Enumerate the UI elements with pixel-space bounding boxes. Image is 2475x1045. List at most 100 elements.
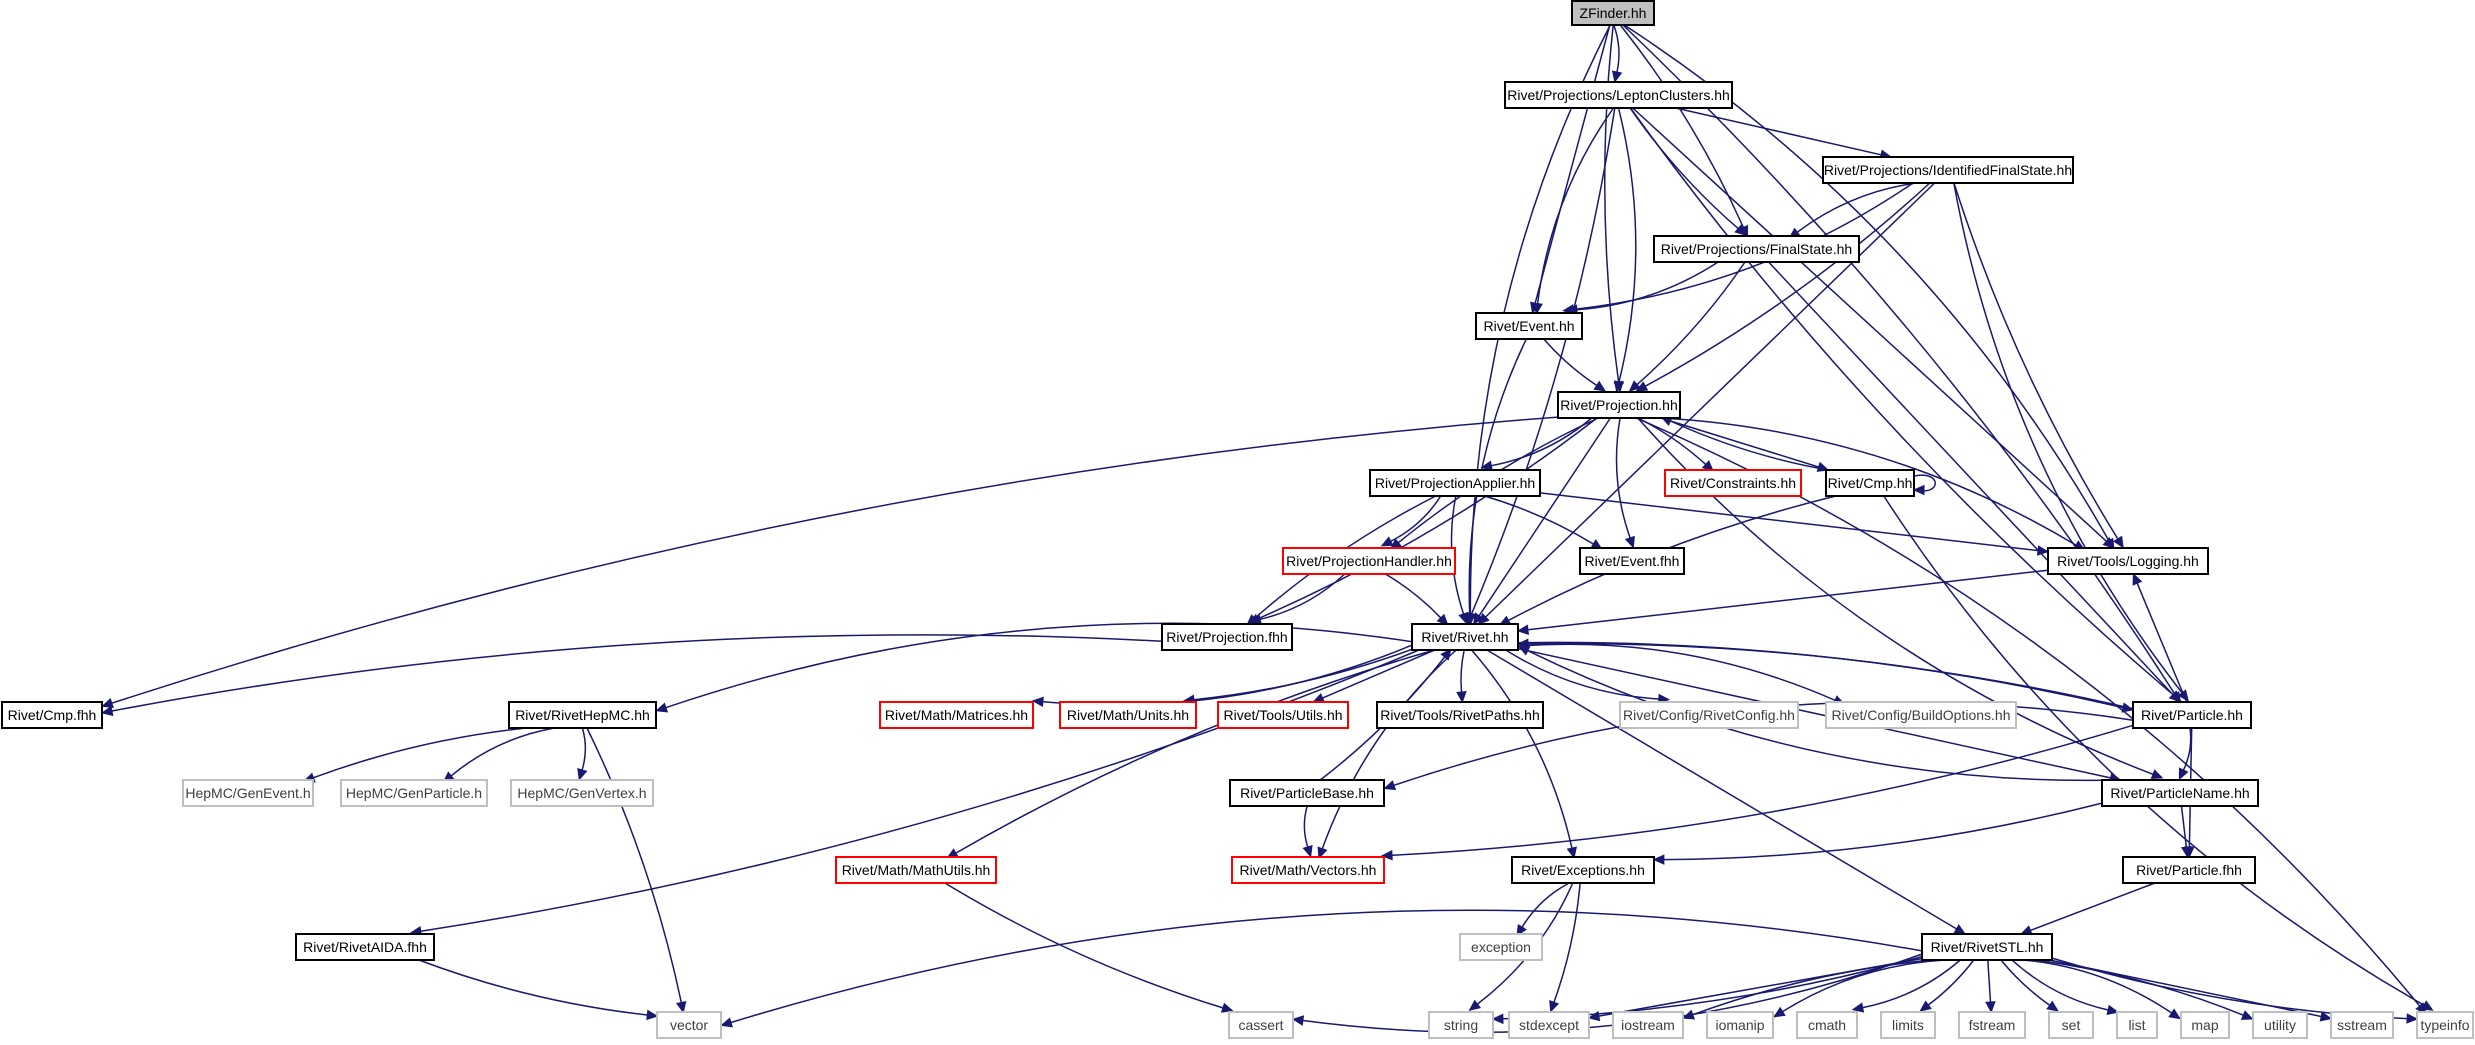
node-utility: utility [2252,1011,2308,1039]
node-finalstate[interactable]: Rivet/Projections/FinalState.hh [1653,235,1860,263]
node-projapplier[interactable]: Rivet/ProjectionApplier.hh [1369,469,1541,497]
edge-rivetstl-to-fstream [1985,959,1996,1014]
node-projection[interactable]: Rivet/Projection.hh [1557,391,1681,419]
edge-rivethepmc-to-vector [586,727,687,1014]
node-rivethepmc[interactable]: Rivet/RivetHepMC.hh [508,701,657,729]
node-box [2180,1011,2230,1039]
edge-particle-to-particlename [2178,727,2192,781]
node-label: cassert [1238,1017,1283,1033]
node-box [1282,547,1456,575]
edge-projfhh-to-cmpfhh [101,634,1163,717]
node-exception: exception [1459,933,1543,961]
node-label: iostream [1621,1017,1675,1033]
node-rivet[interactable]: Rivet/Rivet.hh [1411,623,1519,651]
node-box [2252,1011,2308,1039]
node-label: Rivet/Particle.hh [2141,707,2243,723]
node-zfinder[interactable]: ZFinder.hh [1571,0,1655,26]
node-genvertex: HepMC/GenVertex.h [510,779,654,807]
node-particle[interactable]: Rivet/Particle.hh [2132,701,2252,729]
node-box [1579,547,1685,575]
node-box [656,1011,722,1039]
node-genevent: HepMC/GenEvent.h [182,779,314,807]
node-box [1511,856,1655,884]
edge-particlebase-to-vectors [1302,805,1313,858]
node-matrices[interactable]: Rivet/Math/Matrices.hh [879,701,1034,729]
edge-leptonclusters-to-projection [1613,107,1637,393]
node-leptonclusters[interactable]: Rivet/Projections/LeptonClusters.hh [1504,81,1733,109]
node-limits: limits [1880,1011,1936,1039]
node-logging[interactable]: Rivet/Tools/Logging.hh [2047,547,2209,575]
node-label: Rivet/Exceptions.hh [1521,862,1645,878]
node-box [1571,0,1655,26]
node-box [1664,469,1802,497]
node-cassert: cassert [1228,1011,1294,1039]
node-box [1231,856,1385,884]
node-iostream: iostream [1612,1011,1684,1039]
node-box [2330,1011,2394,1039]
node-box [1229,779,1385,807]
edge-mathutils-to-cassert [944,882,1234,1013]
node-vectors[interactable]: Rivet/Math/Vectors.hh [1231,856,1385,884]
node-particlebase[interactable]: Rivet/ParticleBase.hh [1229,779,1385,807]
node-label: Rivet/RivetAIDA.fhh [303,939,427,955]
edge-zfinder-to-leptonclusters [1611,24,1623,83]
edge-identifiedfs-to-projection [1635,182,1931,392]
node-box [2132,701,2252,729]
node-label: Rivet/Projection.fhh [1166,629,1287,645]
edge-rivetstl-to-iostream [1682,959,1931,1020]
node-box [1958,1011,2026,1039]
node-label: Rivet/Math/Units.hh [1067,707,1189,723]
node-label: Rivet/Math/MathUtils.hh [842,862,991,878]
node-rivetaida[interactable]: Rivet/RivetAIDA.fhh [295,933,435,961]
edge-projhandler-to-projfhh [1249,573,1346,625]
node-constraints[interactable]: Rivet/Constraints.hh [1664,469,1802,497]
node-cmpfhh[interactable]: Rivet/Cmp.fhh [1,701,103,729]
edge-projapplier-to-projhandler [1380,495,1442,547]
node-units[interactable]: Rivet/Math/Units.hh [1059,701,1197,729]
node-label: Rivet/Tools/Logging.hh [2057,553,2199,569]
edge-projapplier-to-logging [1539,492,2050,556]
node-particlename[interactable]: Rivet/ParticleName.hh [2101,779,2259,807]
node-label: limits [1892,1017,1924,1033]
node-utils[interactable]: Rivet/Tools/Utils.hh [1217,701,1349,729]
node-map: map [2180,1011,2230,1039]
node-box [835,856,997,884]
node-identifiedfs[interactable]: Rivet/Projections/IdentifiedFinalState.h… [1822,156,2074,184]
edge-projection-to-rivet [1472,417,1612,626]
edge-leptonclusters-to-particle [1629,107,2182,702]
node-rivetpaths[interactable]: Rivet/Tools/RivetPaths.hh [1376,701,1544,729]
edge-rivetstl-to-map [2023,959,2181,1020]
node-box [1825,469,1915,497]
node-projfhh[interactable]: Rivet/Projection.fhh [1161,623,1293,651]
node-label: Rivet/Tools/RivetPaths.hh [1380,707,1540,723]
node-list: list [2116,1011,2158,1039]
node-cmp[interactable]: Rivet/Cmp.hh [1825,469,1915,497]
node-cmath: cmath [1796,1011,1858,1039]
edge-rivetstl-to-cmath [1851,959,1961,1013]
node-particlefhh[interactable]: Rivet/Particle.fhh [2122,856,2256,884]
edge-event-to-projection [1543,338,1607,392]
node-box [1228,1011,1294,1039]
node-box [1217,701,1349,729]
node-eventfhh[interactable]: Rivet/Event.fhh [1579,547,1685,575]
node-label: Rivet/Event.hh [1483,318,1574,334]
node-label: Rivet/Config/RivetConfig.hh [1623,707,1795,723]
node-mathutils[interactable]: Rivet/Math/MathUtils.hh [835,856,997,884]
node-label: exception [1471,939,1531,955]
node-exceptions[interactable]: Rivet/Exceptions.hh [1511,856,1655,884]
node-label: sstream [2337,1017,2387,1033]
node-label: Rivet/Constraints.hh [1670,475,1796,491]
node-box [1706,1011,1774,1039]
node-vector: vector [656,1011,722,1039]
node-rivetstl[interactable]: Rivet/RivetSTL.hh [1921,933,2053,961]
edge-particle-to-logging [2132,572,2188,703]
node-set: set [2048,1011,2094,1039]
node-projhandler[interactable]: Rivet/ProjectionHandler.hh [1282,547,1456,575]
node-box [879,701,1034,729]
edge-leptonclusters-to-finalstate [1629,107,1747,236]
edge-rivet-to-particlename [1517,647,2122,783]
edge-rivet-to-units [1182,648,1413,705]
node-event[interactable]: Rivet/Event.hh [1475,312,1583,340]
